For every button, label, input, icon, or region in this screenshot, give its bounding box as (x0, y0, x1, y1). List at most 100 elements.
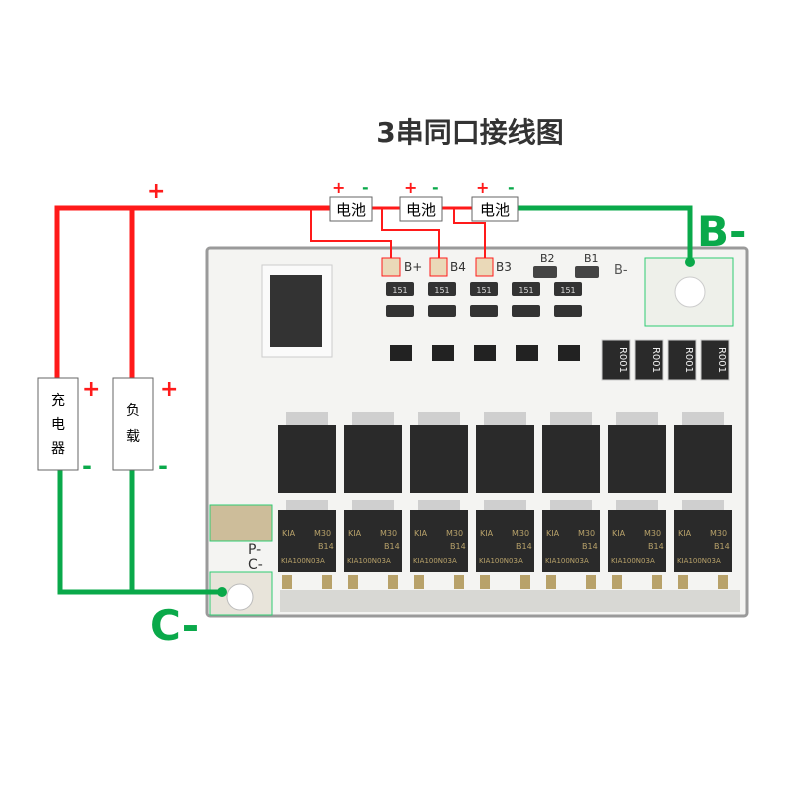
mosfet-top (344, 412, 402, 493)
pad-b-plus (381, 257, 401, 277)
battery-3: 电池 + - (471, 178, 519, 222)
shunt-resistor: R001 (634, 339, 664, 381)
mosfet-text: KIA100N03A (479, 557, 523, 565)
b-minus-hole (674, 276, 706, 308)
battery-plus: + (332, 178, 345, 197)
mosfet-text: B14 (450, 542, 466, 551)
c-minus-label: C- (150, 601, 199, 650)
battery-plus: + (476, 178, 489, 197)
load-minus: - (158, 452, 168, 480)
board-label-b1: B1 (584, 252, 599, 265)
charger-plus: + (82, 377, 100, 402)
board-label-b-plus: B+ (404, 260, 422, 274)
pad-b4 (429, 257, 448, 277)
mosfet-text: M30 (512, 529, 529, 538)
battery-minus: - (362, 178, 369, 197)
mosfet-text: B14 (582, 542, 598, 551)
smd-resistor: 151 (386, 282, 414, 361)
shunt-resistor: R001 (601, 339, 631, 381)
mosfet-text: B14 (648, 542, 664, 551)
c-minus-junction (217, 587, 227, 597)
load-char: 负 (126, 403, 140, 419)
mosfet-top (542, 412, 600, 493)
mosfet-text: KIA (612, 529, 626, 538)
smd-label: 151 (434, 286, 449, 295)
smd-label: 151 (560, 286, 575, 295)
shunt-resistor: R001 (700, 339, 730, 381)
battery-minus: - (508, 178, 515, 197)
smd-resistor: 151 (470, 282, 498, 361)
board-label-p-minus: P- (248, 542, 261, 558)
mosfet-text: M30 (380, 529, 397, 538)
battery-label: 电池 (480, 201, 510, 219)
board-label-b2: B2 (540, 252, 555, 265)
smd-components: 151 151 151 151 151 (386, 282, 582, 361)
main-plus-sign: + (147, 179, 165, 204)
busbar (280, 590, 740, 612)
mosfet-text: KIA100N03A (677, 557, 721, 565)
mosfet-text: M30 (446, 529, 463, 538)
mosfet-text: B14 (714, 542, 730, 551)
negative-wiring (57, 205, 693, 595)
shunt-resistor: R001 (667, 339, 697, 381)
load-plus: + (160, 377, 178, 402)
smd-label: 151 (392, 286, 407, 295)
mosfet-text: KIA100N03A (281, 557, 325, 565)
mosfet-text: KIA (546, 529, 560, 538)
b-minus-junction (685, 257, 695, 267)
control-ic (270, 275, 322, 347)
mosfet-top (476, 412, 534, 493)
charger-char: 充 (51, 393, 65, 409)
mosfet-text: KIA100N03A (611, 557, 655, 565)
load-char: 载 (126, 429, 140, 445)
mosfet-text: B14 (516, 542, 532, 551)
mosfet-top (410, 412, 468, 493)
board-label-b-minus: B- (614, 263, 628, 278)
mosfet-top (278, 412, 336, 493)
mosfet-text: M30 (314, 529, 331, 538)
mosfet-top (608, 412, 666, 493)
b-minus-label: B- (697, 207, 746, 256)
resistor-label: R001 (716, 347, 727, 373)
smd-resistor: 151 (428, 282, 456, 361)
battery-minus: - (432, 178, 439, 197)
mosfet-text: KIA (414, 529, 428, 538)
c-minus-hole (226, 583, 254, 611)
battery-plus: + (404, 178, 417, 197)
mosfet-text: M30 (644, 529, 661, 538)
mosfet-text: KIA (678, 529, 692, 538)
charger-char: 电 (51, 417, 65, 433)
mosfet-text: KIA (348, 529, 362, 538)
board-label-b4: B4 (450, 260, 466, 274)
charger-minus: - (82, 452, 92, 480)
p-minus-pad (209, 504, 273, 542)
mosfet-text: KIA (480, 529, 494, 538)
battery-label: 电池 (406, 201, 436, 219)
smd-label: 151 (476, 286, 491, 295)
mosfet-text: M30 (710, 529, 727, 538)
mosfet-text: KIA100N03A (347, 557, 391, 565)
mosfet-text: B14 (318, 542, 334, 551)
mosfet-text: KIA (282, 529, 296, 538)
smd-resistor: 151 (512, 282, 540, 361)
charger-char: 器 (51, 441, 65, 457)
load-box: 负 载 (112, 377, 154, 471)
battery-label: 电池 (336, 201, 366, 219)
smd-resistor: 151 (554, 282, 582, 361)
charger-box: 充 电 器 (37, 377, 79, 471)
board-label-c-minus: C- (248, 557, 263, 573)
diagram-title: 3串同口接线图 (376, 116, 563, 149)
mosfet-text: KIA100N03A (413, 557, 457, 565)
